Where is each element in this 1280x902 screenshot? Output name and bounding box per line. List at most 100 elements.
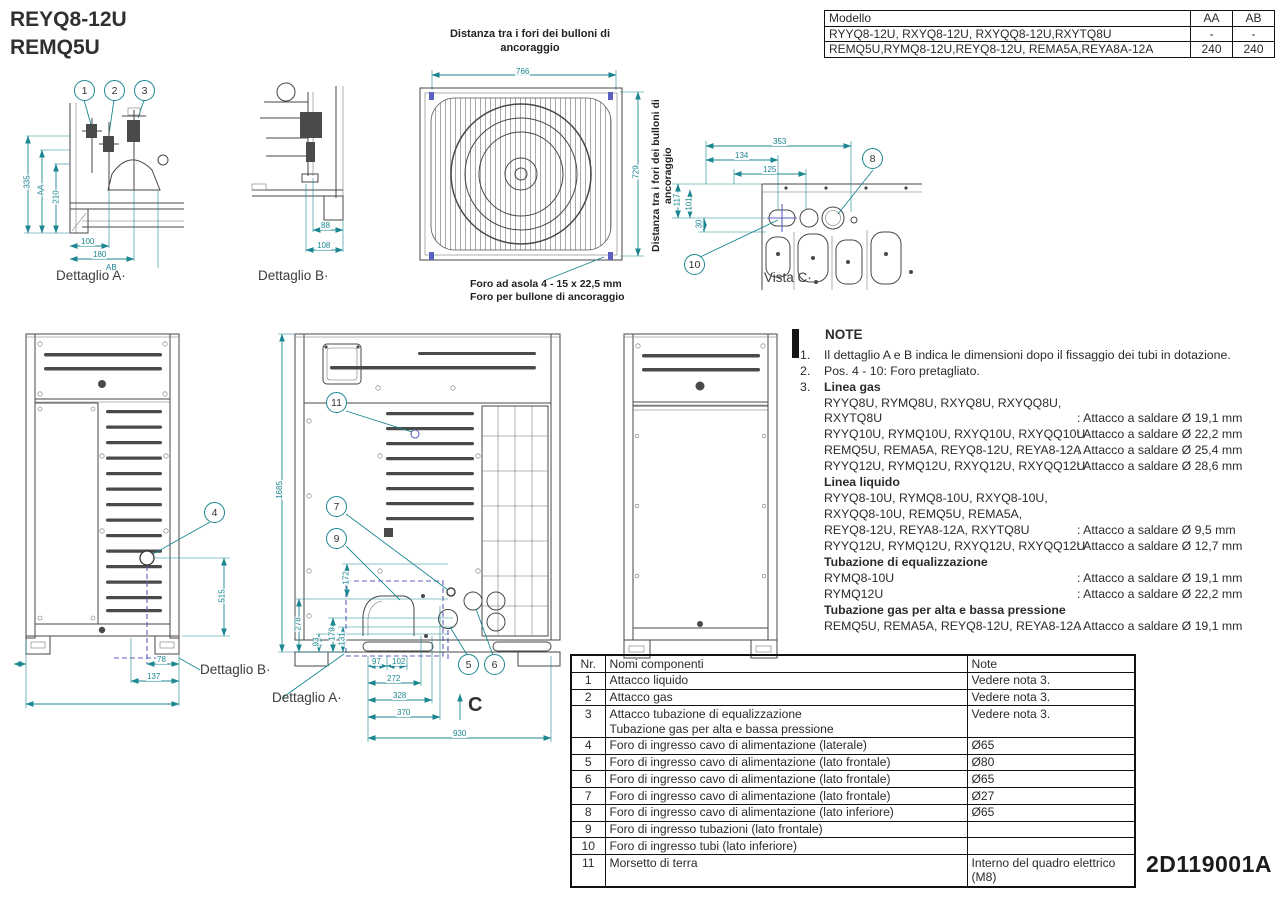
note-cell: Vedere nota 3. [966, 671, 1136, 690]
dim-100: 100 [80, 237, 96, 246]
dettaglio-b-detail-view: 88 108 Dettaglio B· [236, 78, 380, 290]
anchor-hole-note-line2: Foro per bullone di ancoraggio [470, 291, 625, 304]
callout-1: 1 [74, 80, 95, 101]
note-cell: Ø80 [966, 753, 1136, 772]
liquid-line-title: Linea liquido [824, 475, 900, 490]
callout-5: 5 [458, 654, 479, 675]
dim-370: 370 [396, 708, 412, 717]
note-cell: Ø65 [966, 736, 1136, 755]
dim-78: 78 [156, 655, 167, 664]
nr-cell: 11 [570, 854, 606, 887]
model-list: RYMQ12U [824, 587, 884, 602]
dim-180: 180 [92, 250, 108, 259]
dettaglio-b-label: Dettaglio B· [258, 268, 329, 283]
vista-c-view: 8 10 353 134 125 117 101 30 Vista C· [666, 132, 922, 290]
callout-4: 4 [204, 502, 225, 523]
dim-134: 134 [734, 151, 750, 160]
name-cell: Foro di ingresso cavo di alimentazione (… [604, 770, 968, 788]
front-left-unit-view: 4 515 78 137 Dettaglio B· [14, 306, 271, 716]
nr-cell: 5 [570, 753, 606, 772]
name-line-1: Attacco tubazione di equalizzazione [609, 706, 802, 721]
col-nr: Nr. [570, 654, 606, 673]
model-list: REMQ5U, REMA5A, REYQ8-12U, REYA8-12A [824, 443, 1082, 458]
gas-line-title: Linea gas [824, 379, 881, 394]
model-list: RXYQQ8-10U, REMQ5U, REMA5A, [824, 507, 1023, 522]
aa-header: AA [1190, 10, 1233, 27]
note-cell [966, 837, 1136, 855]
dim-515: 515 [217, 588, 227, 604]
model-list: RYYQ8U, RYMQ8U, RXYQ8U, RXYQQ8U, [824, 395, 1062, 410]
dettaglio-a-label: Dettaglio A· [56, 268, 126, 283]
model-list: RXYTQ8U [824, 411, 883, 426]
nr-cell: 9 [570, 820, 606, 839]
nr-cell: 6 [570, 770, 606, 788]
note-cell: Vedere nota 3. [966, 688, 1136, 707]
note-cell: Ø65 [966, 770, 1136, 788]
callout-10: 10 [684, 254, 705, 275]
model-cell: RYYQ8-12U, RXYQ8-12U, RXYQQ8-12U,RXYTQ8U [824, 25, 1191, 43]
connection-size: : Attacco a saldare Ø 19,1 mm [1077, 571, 1243, 586]
name-cell: Foro di ingresso cavo di alimentazione (… [604, 803, 968, 822]
front-right-unit-view [610, 306, 792, 676]
model-table-header: Modello [824, 10, 1191, 27]
front-middle-unit-drawing [278, 333, 561, 742]
connection-size: : Attacco a saldare Ø 12,7 mm [1077, 539, 1243, 554]
equalizing-pipe-list: RYMQ8-10U : Attacco a saldare Ø 19,1 mm R… [824, 571, 1279, 603]
model-list: RYYQ10U, RYMQ10U, RXYQ10U, RXYQQ10U [824, 427, 1086, 442]
model-list: REMQ5U, REMA5A, REYQ8-12U, REYA8-12A [824, 619, 1082, 634]
dim-210: 210 [51, 189, 61, 205]
drawing-code: 2D119001A [1146, 851, 1272, 877]
callout-8: 8 [862, 148, 883, 169]
dim-1685: 1685 [274, 480, 284, 500]
model-cell: REMQ5U,RYMQ8-12U,REYQ8-12U, REMA5A,REYA8… [824, 41, 1191, 58]
callout-9: 9 [326, 528, 347, 549]
col-note: Note [966, 654, 1136, 673]
nr-cell: 10 [570, 837, 606, 855]
dettaglio-a-pointer-label: Dettaglio A· [272, 690, 342, 705]
anchor-hole-note-line1: Foro ad asola 4 - 15 x 22,5 mm [470, 278, 622, 290]
connection-size: : Attacco a saldare Ø 28,6 mm [1077, 459, 1243, 474]
nr-cell: 1 [570, 671, 606, 690]
note-text: Il dettaglio A e B indica le dimensioni … [824, 347, 1231, 362]
connection-size: : Attacco a saldare Ø 9,5 mm [1077, 523, 1236, 538]
connection-size [1077, 507, 1279, 523]
model-title-1: REYQ8-12U [10, 8, 127, 31]
table-header-row: Nr. Nomi componenti Note [570, 654, 1136, 673]
model-title-2: REMQ5U [10, 36, 100, 60]
dim-137: 137 [146, 672, 162, 681]
callout-6: 6 [484, 654, 505, 675]
model-list: RYMQ8-10U [824, 571, 895, 586]
anchor-hole-note: Foro ad asola 4 - 15 x 22,5 mm Foro per … [470, 278, 625, 304]
nr-cell: 4 [570, 736, 606, 755]
dim-335: 335 [22, 174, 32, 190]
dim-102: 102 [391, 657, 407, 666]
note-item-3: 3. Linea gas [792, 380, 1279, 396]
model-list: REYQ8-12U, REYA8-12A, RXYTQ8U [824, 523, 1030, 538]
dim-117: 117 [672, 192, 682, 208]
top-view-title: Distanza tra i fori dei bulloni di ancor… [449, 28, 611, 54]
notes-section: NOTE 1. Il dettaglio A e B indica le dim… [792, 326, 1279, 635]
name-cell: Attacco tubazione di equalizzazione Tuba… [604, 705, 968, 738]
dim-353: 353 [772, 137, 788, 146]
dim-278: 278 [293, 616, 303, 632]
note-item-2: 2. Pos. 4 - 10: Foro pretagliato. [792, 364, 1279, 380]
ab-header: AB [1232, 10, 1275, 27]
page-title: REYQ8-12U REMQ5U [10, 6, 127, 63]
table-row: REMQ5U,RYMQ8-12U,REYQ8-12U, REMA5A,REYA8… [824, 41, 1275, 58]
note-text: Pos. 4 - 10: Foro pretagliato. [824, 363, 980, 378]
name-cell: Foro di ingresso tubi (lato inferiore) [604, 837, 968, 855]
connection-size: : Attacco a saldare Ø 22,2 mm [1077, 587, 1243, 602]
table-row: Modello AA AB [824, 10, 1275, 27]
dim-AB: AB [105, 263, 118, 272]
dim-88: 88 [320, 221, 331, 230]
note-number: 1. [800, 347, 811, 362]
note-number: 2. [800, 363, 811, 378]
